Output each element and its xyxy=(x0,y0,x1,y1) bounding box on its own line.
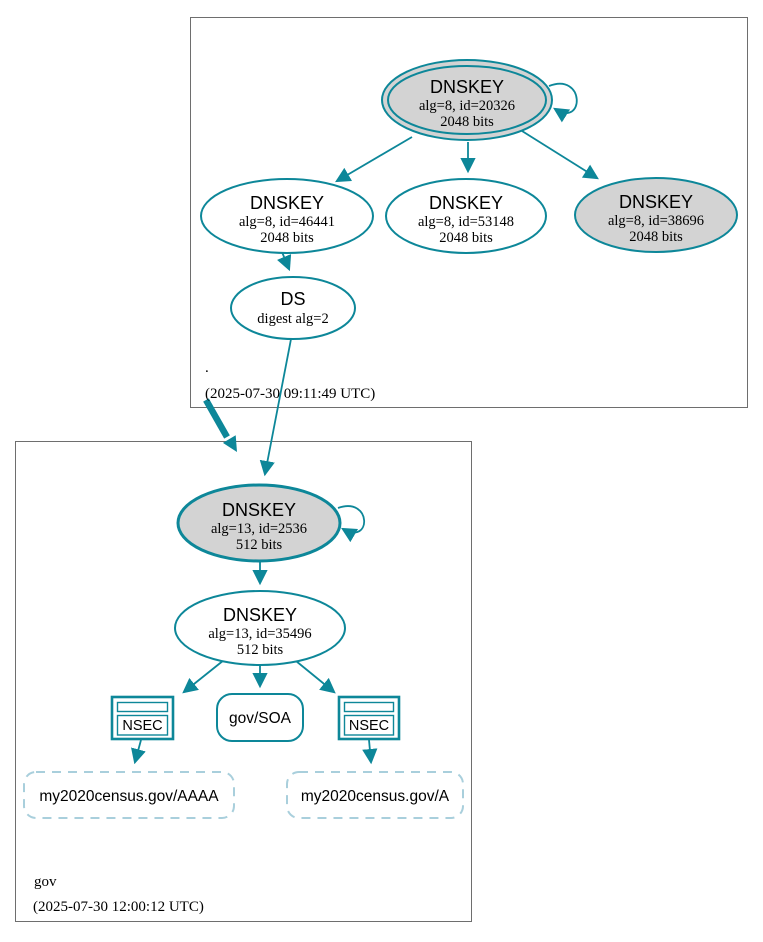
nsec-left-label: NSEC xyxy=(122,718,162,734)
edge-govksk-selfloop xyxy=(337,505,365,543)
edge-nsec-right-to-a xyxy=(362,739,378,765)
gov-zsk-meta: alg=13, id=35496 xyxy=(208,626,311,642)
rrset-aaaa-label: my2020census.gov/AAAA xyxy=(39,788,219,805)
edge-govzsk-to-nsec-right xyxy=(295,660,336,694)
rrset-a-box[interactable] xyxy=(286,771,464,819)
gov-ksk-title: DNSKEY xyxy=(222,500,296,520)
root-ksk-size: 2048 bits xyxy=(440,114,494,130)
root-ksk-outer-ellipse[interactable] xyxy=(381,59,553,141)
gov-ksk-meta: alg=13, id=2536 xyxy=(211,521,307,537)
root-zsk-53148-title: DNSKEY xyxy=(429,193,503,213)
edge-root-delegates-gov-arrowhead xyxy=(222,435,237,452)
root-key-38696-title: DNSKEY xyxy=(619,192,693,212)
gov-zsk-title: DNSKEY xyxy=(223,605,297,625)
node-root-key-38696[interactable]: DNSKEY alg=8, id=38696 2048 bits xyxy=(574,177,738,253)
root-ksk-title: DNSKEY xyxy=(430,77,504,97)
root-zsk-46441-meta: alg=8, id=46441 xyxy=(239,214,335,230)
gov-soa-label: gov/SOA xyxy=(229,710,292,727)
edge-govzsk-to-nsec-left xyxy=(182,659,225,694)
rrset-a-label: my2020census.gov/A xyxy=(301,788,450,805)
edge-rootksk-to-key38696 xyxy=(521,130,599,180)
root-ds-meta: digest alg=2 xyxy=(257,311,328,327)
node-nsec-right[interactable]: NSEC xyxy=(337,695,401,741)
gov-zone-label: gov xyxy=(34,874,57,890)
root-ds-title: DS xyxy=(280,289,305,309)
root-zsk-53148-size: 2048 bits xyxy=(439,230,493,246)
nsec-left-label-box xyxy=(116,714,169,736)
root-ksk-inner-ellipse xyxy=(387,65,547,135)
rrset-aaaa-box[interactable] xyxy=(23,771,235,819)
root-zsk-53148-ellipse[interactable] xyxy=(385,178,547,254)
gov-zsk-ellipse[interactable] xyxy=(174,590,346,666)
edge-rootksk-to-zsk46441 xyxy=(335,136,413,183)
node-rrset-a[interactable]: my2020census.gov/A xyxy=(286,771,464,819)
nsec-right-top-strip xyxy=(343,701,395,713)
edge-ds-to-govksk xyxy=(259,338,292,477)
root-key-38696-ellipse[interactable] xyxy=(574,177,738,253)
root-key-38696-size: 2048 bits xyxy=(629,229,683,245)
node-root-ksk-dnskey[interactable]: DNSKEY alg=8, id=20326 2048 bits xyxy=(381,59,553,141)
node-nsec-left[interactable]: NSEC xyxy=(110,695,175,741)
edge-zsk46441-to-ds xyxy=(276,251,292,272)
edge-root-delegates-gov xyxy=(203,398,230,439)
gov-soa-box[interactable] xyxy=(216,693,304,742)
gov-zsk-size: 512 bits xyxy=(237,642,284,658)
root-zsk-46441-ellipse[interactable] xyxy=(200,178,374,254)
nsec-left-top-strip xyxy=(116,701,169,713)
root-zone-timestamp: (2025-07-30 09:11:49 UTC) xyxy=(205,386,375,402)
node-root-ds[interactable]: DS digest alg=2 xyxy=(230,276,356,340)
node-rrset-aaaa[interactable]: my2020census.gov/AAAA xyxy=(23,771,235,819)
edge-rootksk-selfloop xyxy=(548,82,578,123)
node-gov-ksk-dnskey[interactable]: DNSKEY alg=13, id=2536 512 bits xyxy=(176,483,342,563)
gov-ksk-size: 512 bits xyxy=(236,537,283,553)
root-zone-cluster xyxy=(190,17,748,408)
root-zsk-46441-size: 2048 bits xyxy=(260,230,314,246)
root-ksk-meta: alg=8, id=20326 xyxy=(419,98,515,114)
root-key-38696-meta: alg=8, id=38696 xyxy=(608,213,704,229)
node-gov-soa[interactable]: gov/SOA xyxy=(216,693,304,742)
gov-ksk-ellipse[interactable] xyxy=(176,483,342,563)
node-root-zsk-46441[interactable]: DNSKEY alg=8, id=46441 2048 bits xyxy=(200,178,374,254)
root-zsk-53148-meta: alg=8, id=53148 xyxy=(418,214,514,230)
gov-zone-timestamp: (2025-07-30 12:00:12 UTC) xyxy=(33,899,204,915)
nsec-right-label: NSEC xyxy=(349,718,389,734)
edge-nsec-left-to-aaaa xyxy=(131,739,146,765)
root-zsk-46441-title: DNSKEY xyxy=(250,193,324,213)
gov-zone-cluster xyxy=(15,441,472,922)
node-gov-zsk-dnskey[interactable]: DNSKEY alg=13, id=35496 512 bits xyxy=(174,590,346,666)
root-ds-ellipse[interactable] xyxy=(230,276,356,340)
root-zone-label: . xyxy=(205,360,209,376)
nsec-right-label-box xyxy=(343,714,395,736)
node-root-zsk-53148[interactable]: DNSKEY alg=8, id=53148 2048 bits xyxy=(385,178,547,254)
